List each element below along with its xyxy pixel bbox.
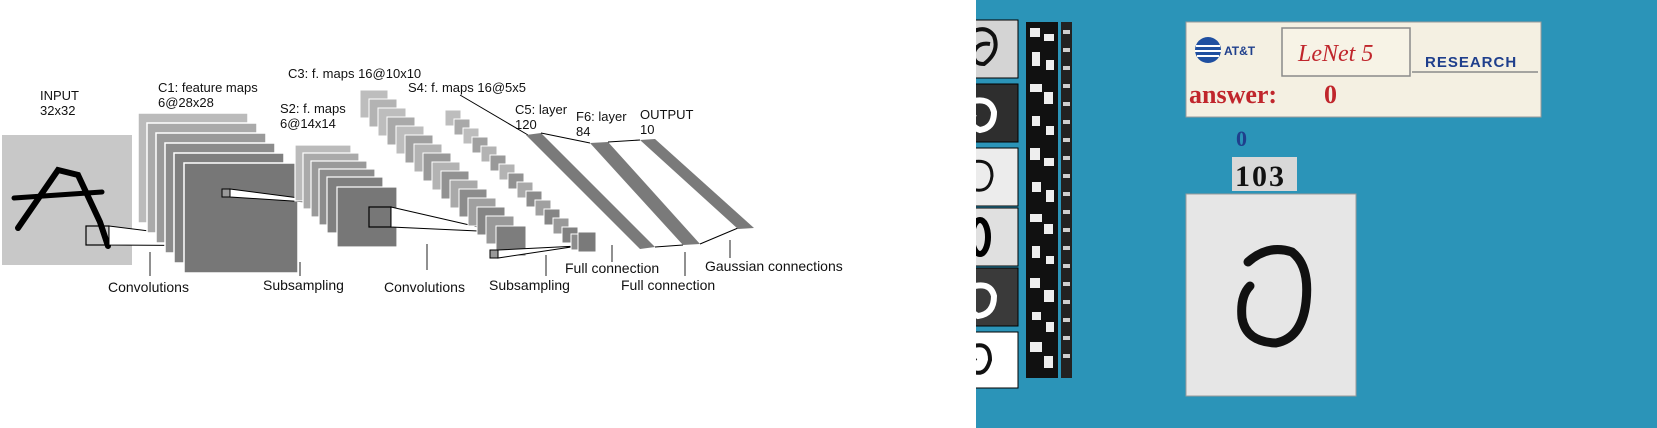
thumbnail-2 — [976, 83, 1019, 143]
c5-to-f6-line-bottom — [654, 244, 684, 248]
att-globe-icon — [1195, 37, 1221, 63]
s2-feature-maps — [294, 144, 398, 248]
title-tab — [1281, 27, 1411, 77]
op-convolutions-2: Convolutions — [384, 279, 465, 295]
f6-to-output-line-bottom — [699, 227, 739, 245]
c5-label: C5: layer — [515, 102, 568, 117]
thumbnail-1 — [976, 19, 1019, 79]
c3-receptive-field — [489, 249, 499, 259]
c1-label: C1: feature maps — [158, 80, 258, 95]
input-thumbnails — [976, 19, 1019, 389]
op-full-connection-1: Full connection — [565, 260, 659, 276]
s4-label: S4: f. maps 16@5x5 — [408, 80, 526, 95]
op-subsampling-2: Subsampling — [489, 277, 570, 293]
op-subsampling-1: Subsampling — [263, 277, 344, 293]
predicted-digit: 0 — [1236, 126, 1247, 151]
c5-layer — [526, 133, 655, 249]
f6-to-output-line-top — [607, 139, 641, 143]
f6-layer — [590, 142, 700, 245]
c5-size-label: 120 — [515, 117, 537, 132]
digit-sequence: 103 — [1235, 160, 1286, 193]
input-letter-a — [15, 166, 111, 249]
c1-size-label: 6@28x28 — [158, 95, 214, 110]
c1-feature-maps — [137, 112, 299, 274]
att-logo-text: AT&T — [1224, 44, 1256, 58]
s4-to-c5-line — [459, 94, 529, 136]
output-layer — [640, 139, 754, 229]
thumbnail-4 — [976, 207, 1019, 267]
output-label: OUTPUT — [640, 107, 694, 122]
c3-label: C3: f. maps 16@10x10 — [288, 66, 421, 81]
f6-size-label: 84 — [576, 124, 590, 139]
input-label: INPUT — [40, 88, 79, 103]
lenet-architecture-diagram: INPUT 32x32 C1: feature maps 6@28x28 S2:… — [2, 66, 843, 295]
header-banner: AT&T LeNet 5 RESEARCH answer: 0 — [1185, 21, 1542, 118]
feature-map-strip — [1026, 22, 1072, 378]
s2-label: S2: f. maps — [280, 101, 346, 116]
lenet-demo-panel: AT&T LeNet 5 RESEARCH answer: 0 0 103 — [976, 0, 1657, 428]
s4-feature-maps — [444, 109, 597, 253]
op-convolutions-1: Convolutions — [108, 279, 189, 295]
op-gaussian-connections: Gaussian connections — [705, 258, 843, 274]
handwritten-digit-zero — [1237, 245, 1312, 348]
thumbnail-6 — [976, 331, 1019, 389]
digit-sequence-box — [1232, 157, 1297, 191]
research-label: RESEARCH — [1425, 54, 1517, 71]
operation-leader-lines — [149, 240, 731, 276]
input-canvas[interactable] — [1185, 193, 1357, 397]
answer-label: answer: — [1189, 80, 1277, 109]
f6-label: F6: layer — [576, 109, 627, 124]
op-full-connection-2: Full connection — [621, 277, 715, 293]
output-size-label: 10 — [640, 122, 654, 137]
c1-receptive-field — [221, 188, 231, 198]
s2-size-label: 6@14x14 — [280, 116, 336, 131]
lenet-title: LeNet 5 — [1297, 41, 1373, 67]
c5-to-f6-line-top — [540, 132, 591, 144]
thumbnail-3 — [976, 147, 1019, 207]
input-letter-a-bar — [11, 189, 105, 201]
input-size-label: 32x32 — [40, 103, 75, 118]
thumbnail-5 — [976, 267, 1019, 327]
subsample2-projection — [497, 245, 579, 259]
answer-value: 0 — [1324, 80, 1337, 109]
